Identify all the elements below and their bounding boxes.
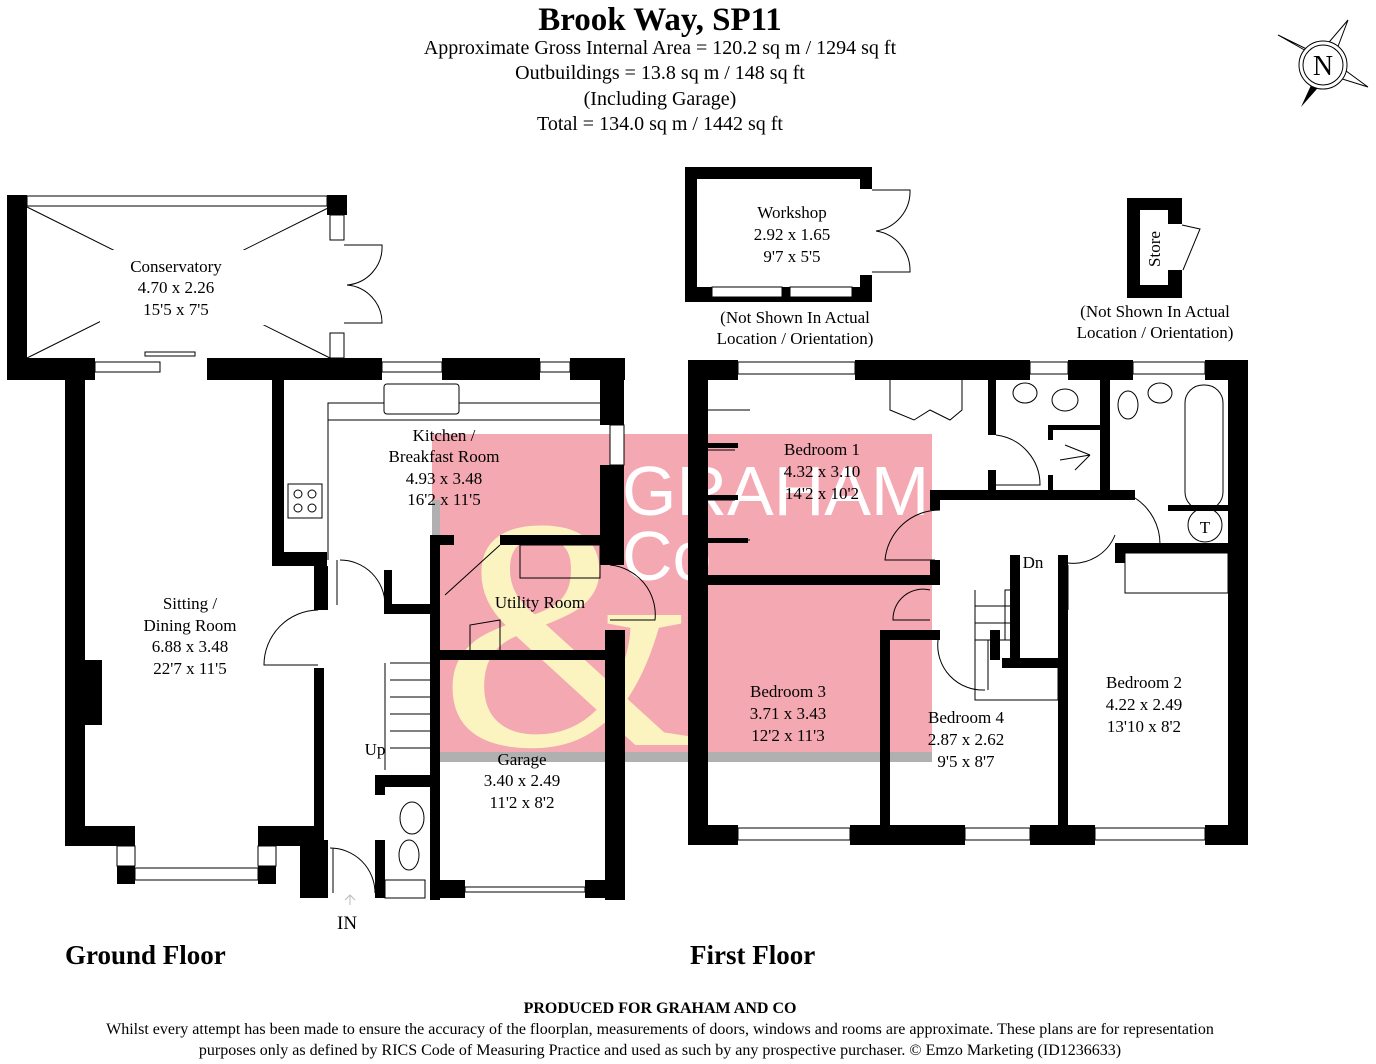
room-label-bedroom-1: Bedroom 1 4.32 x 3.10 14'2 x 10'2 (784, 440, 861, 503)
svg-text:4.22 x 2.49: 4.22 x 2.49 (1106, 695, 1183, 714)
svg-text:11'2 x 8'2: 11'2 x 8'2 (490, 793, 555, 812)
svg-text:Kitchen /: Kitchen / (413, 426, 476, 445)
svg-text:Sitting /: Sitting / (163, 594, 218, 613)
room-label-sitting-dining: Sitting / Dining Room 6.88 x 3.48 22'7 x… (143, 594, 236, 678)
svg-text:Breakfast Room: Breakfast Room (389, 447, 500, 466)
svg-text:Bedroom 1: Bedroom 1 (784, 440, 860, 459)
entrance-arrow-icon (344, 894, 356, 905)
svg-text:6.88 x 3.48: 6.88 x 3.48 (152, 637, 229, 656)
svg-text:GRAHAM: GRAHAM (622, 452, 929, 530)
svg-text:15'5 x 7'5: 15'5 x 7'5 (143, 300, 209, 319)
hot-water-tank-label: T (1200, 518, 1211, 537)
total-area-text: Total = 134.0 sq m / 1442 sq ft (537, 113, 783, 135)
room-label-conservatory: Conservatory 4.70 x 2.26 15'5 x 7'5 (130, 257, 222, 319)
svg-text:12'2 x 11'3: 12'2 x 11'3 (751, 726, 825, 745)
produced-for-text: PRODUCED FOR GRAHAM AND CO (523, 1000, 797, 1017)
svg-text:22'7 x 11'5: 22'7 x 11'5 (153, 659, 227, 678)
svg-text:3.71 x 3.43: 3.71 x 3.43 (750, 704, 827, 723)
store-plan (1127, 198, 1201, 298)
svg-text:9'7 x 5'5: 9'7 x 5'5 (763, 247, 820, 266)
room-label-utility: Utility Room (495, 593, 585, 612)
svg-text:3.40 x 2.49: 3.40 x 2.49 (484, 771, 561, 790)
watermark-logo: & GRAHAM Co (432, 434, 932, 817)
room-label-store: Store (1145, 231, 1164, 267)
svg-text:13'10 x 8'2: 13'10 x 8'2 (1107, 717, 1181, 736)
footer: PRODUCED FOR GRAHAM AND CO Whilst every … (0, 998, 1320, 1061)
svg-text:Dining Room: Dining Room (143, 616, 236, 635)
svg-text:Conservatory: Conservatory (130, 257, 222, 276)
first-floor-plan: T (688, 360, 1248, 845)
svg-text:4.70 x 2.26: 4.70 x 2.26 (138, 278, 215, 297)
room-label-bedroom-3: Bedroom 3 3.71 x 3.43 12'2 x 11'3 (750, 682, 827, 745)
room-label-bedroom-2: Bedroom 2 4.22 x 2.49 13'10 x 8'2 (1106, 673, 1183, 736)
svg-text:9'5 x 8'7: 9'5 x 8'7 (937, 752, 995, 771)
disclaimer-line-1: Whilst every attempt has been made to en… (106, 1021, 1214, 1038)
entrance-label: IN (337, 913, 358, 934)
gross-area-text: Approximate Gross Internal Area = 120.2 … (423, 37, 897, 59)
svg-text:Garage: Garage (497, 750, 546, 769)
room-label-garage: Garage 3.40 x 2.49 11'2 x 8'2 (484, 750, 561, 812)
ground-floor-plan (7, 195, 656, 900)
room-label-workshop: Workshop 2.92 x 1.65 9'7 x 5'5 (754, 203, 831, 266)
store-location-note: (Not Shown In Actual Location / Orientat… (1076, 302, 1234, 342)
svg-text:4.32 x 3.10: 4.32 x 3.10 (784, 462, 861, 481)
including-garage-text: (Including Garage) (583, 88, 737, 110)
ampersand-symbol: & (440, 452, 697, 817)
svg-text:Bedroom 4: Bedroom 4 (928, 708, 1005, 727)
svg-text:Utility Room: Utility Room (495, 593, 585, 612)
outbuildings-area-text: Outbuildings = 13.8 sq m / 148 sq ft (515, 62, 805, 84)
svg-text:16'2 x 11'5: 16'2 x 11'5 (407, 490, 481, 509)
svg-text:Bedroom 2: Bedroom 2 (1106, 673, 1182, 692)
disclaimer-line-2: purposes only as defined by RICS Code of… (198, 1042, 1122, 1059)
svg-text:4.93 x 3.48: 4.93 x 3.48 (406, 469, 483, 488)
room-label-bedroom-4: Bedroom 4 2.87 x 2.62 9'5 x 8'7 (928, 708, 1005, 771)
workshop-location-note: (Not Shown In Actual Location / Orientat… (716, 308, 874, 348)
workshop-plan (685, 167, 911, 302)
svg-text:2.92 x 1.65: 2.92 x 1.65 (754, 225, 831, 244)
stairs-up-label: Up (365, 740, 386, 759)
svg-text:Bedroom 3: Bedroom 3 (750, 682, 826, 701)
plan-title: Brook Way, SP11 (538, 2, 782, 38)
svg-text:N: N (1313, 51, 1333, 82)
ground-floor-label: Ground Floor (65, 940, 226, 970)
stairs-down-label: Dn (1023, 553, 1044, 572)
svg-text:2.87 x 2.62: 2.87 x 2.62 (928, 730, 1005, 749)
first-floor-label: First Floor (690, 940, 816, 970)
svg-text:14'2 x 10'2: 14'2 x 10'2 (785, 484, 859, 503)
room-label-kitchen: Kitchen / Breakfast Room 4.93 x 3.48 16'… (389, 426, 500, 509)
north-compass-icon: N (1277, 19, 1369, 107)
svg-text:Workshop: Workshop (757, 203, 826, 222)
